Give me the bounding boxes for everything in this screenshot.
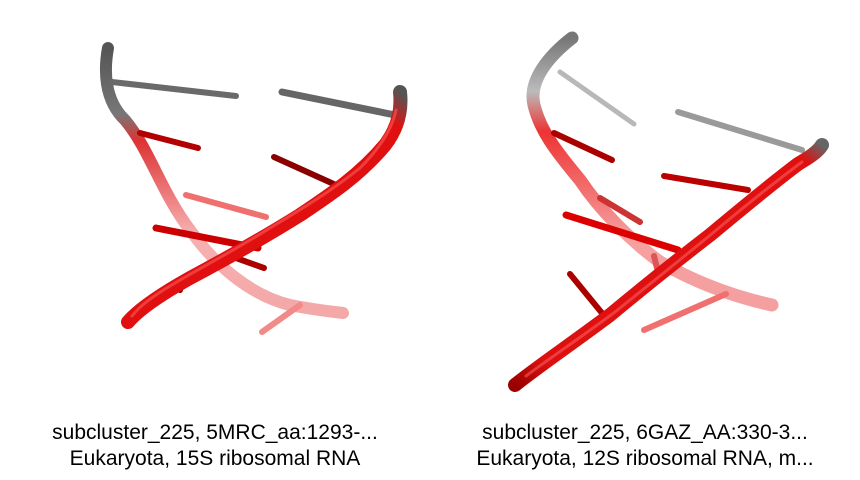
base-rung	[271, 154, 339, 188]
back-backbone-strand	[526, 31, 779, 312]
base-rung	[551, 130, 615, 163]
base-rung	[109, 79, 239, 99]
base-rung	[183, 192, 269, 220]
base-rung	[567, 271, 609, 321]
panel-caption-left: subcluster_225, 5MRC_aa:1293-... Eukaryo…	[0, 420, 430, 472]
caption-line-2: Eukaryota, 12S ribosomal RNA, m...	[476, 447, 814, 470]
base-rung	[597, 195, 643, 225]
rna-structure-render-right	[508, 31, 829, 392]
structure-panel-right: subcluster_225, 6GAZ_AA:330-3... Eukaryo…	[430, 0, 860, 480]
base-rung	[641, 291, 729, 333]
base-rung	[137, 130, 201, 151]
front-backbone-strand	[121, 85, 408, 329]
base-rung	[562, 211, 682, 254]
base-rung	[278, 88, 399, 119]
base-rung	[557, 69, 637, 127]
panel-caption-right: subcluster_225, 6GAZ_AA:330-3... Eukaryo…	[430, 420, 860, 472]
rna-structure-render-left	[99, 42, 408, 335]
base-rung	[661, 173, 751, 193]
front-strand-highlight	[130, 108, 398, 318]
base-rung	[675, 109, 805, 153]
base-rung	[259, 302, 303, 335]
base-rung	[233, 255, 267, 271]
structure-panel-left: subcluster_225, 5MRC_aa:1293-... Eukaryo…	[0, 42, 430, 472]
front-strand-highlight	[524, 160, 804, 378]
caption-line-2: Eukaryota, 15S ribosomal RNA	[69, 447, 361, 470]
caption-line-1: subcluster_225, 6GAZ_AA:330-3...	[482, 421, 808, 444]
caption-line-1: subcluster_225, 5MRC_aa:1293-...	[52, 421, 378, 444]
